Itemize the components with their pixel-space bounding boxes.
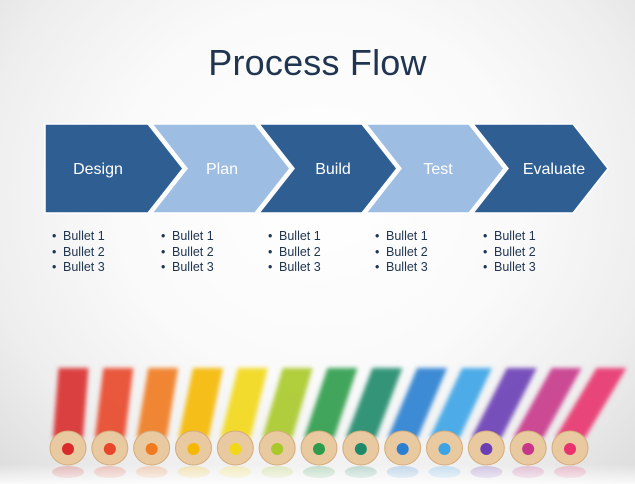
step-arrow-shape bbox=[364, 123, 505, 214]
pencil-lead bbox=[480, 443, 493, 455]
step-label: Evaluate bbox=[523, 161, 585, 178]
bullet-item: Bullet 1 bbox=[480, 229, 536, 245]
step-build: Build bbox=[257, 123, 398, 214]
pencil-body bbox=[471, 368, 537, 438]
bullet-list-build: Bullet 1 Bullet 2 Bullet 3 bbox=[265, 229, 321, 276]
pencil-lead bbox=[145, 443, 158, 455]
pencil-body bbox=[387, 368, 448, 438]
step-label: Build bbox=[315, 161, 351, 178]
pencil-lead bbox=[229, 443, 242, 455]
step-label: Design bbox=[73, 161, 123, 178]
page-title: Process Flow bbox=[208, 42, 427, 83]
pencil-body bbox=[94, 368, 134, 438]
bullet-item: Bullet 1 bbox=[49, 229, 105, 245]
pencil-lead bbox=[564, 443, 576, 455]
step-arrow-shape bbox=[257, 123, 398, 214]
bullet-item: Bullet 3 bbox=[49, 260, 105, 276]
pencil-body bbox=[345, 368, 403, 438]
bullet-item: Bullet 1 bbox=[265, 229, 321, 245]
pencil-body bbox=[429, 368, 492, 438]
bullet-list-plan: Bullet 1 Bullet 2 Bullet 3 bbox=[158, 229, 214, 276]
step-label: Test bbox=[423, 161, 453, 178]
pencil-lead bbox=[62, 443, 74, 455]
step-plan: Plan bbox=[150, 123, 291, 214]
bullet-item: Bullet 2 bbox=[49, 245, 105, 261]
pencil-lead bbox=[271, 443, 284, 455]
bullet-item: Bullet 3 bbox=[158, 260, 214, 276]
bullet-item: Bullet 2 bbox=[372, 245, 428, 261]
colored-pencils-image bbox=[0, 368, 635, 484]
step-design: Design bbox=[44, 123, 184, 214]
step-evaluate: Evaluate bbox=[471, 123, 609, 214]
pencil-lead bbox=[187, 443, 200, 455]
bullet-item: Bullet 2 bbox=[158, 245, 214, 261]
bullet-list-design: Bullet 1 Bullet 2 Bullet 3 bbox=[49, 229, 105, 276]
pencil-body bbox=[53, 368, 89, 438]
bullet-item: Bullet 3 bbox=[480, 260, 536, 276]
step-arrow-shape bbox=[150, 123, 291, 214]
bullet-item: Bullet 1 bbox=[372, 229, 428, 245]
step-test: Test bbox=[364, 123, 505, 214]
pencil-body bbox=[136, 368, 179, 438]
pencil-body bbox=[513, 368, 582, 438]
pencil-lead bbox=[103, 443, 116, 455]
pencil-lead bbox=[354, 443, 367, 455]
bullet-item: Bullet 3 bbox=[372, 260, 428, 276]
pencil-body bbox=[262, 368, 313, 438]
bullet-list-test: Bullet 1 Bullet 2 Bullet 3 bbox=[372, 229, 428, 276]
pencil-body bbox=[555, 368, 627, 438]
reflection-fade bbox=[0, 464, 635, 484]
bullet-item: Bullet 2 bbox=[480, 245, 536, 261]
pencil-body bbox=[220, 368, 268, 438]
pencil-lead bbox=[522, 443, 535, 455]
step-arrow-shape bbox=[471, 123, 609, 214]
pencil-body bbox=[178, 368, 223, 438]
pencil-lead bbox=[313, 443, 325, 455]
bullet-item: Bullet 2 bbox=[265, 245, 321, 261]
bullet-list-evaluate: Bullet 1 Bullet 2 Bullet 3 bbox=[480, 229, 536, 276]
bullet-item: Bullet 3 bbox=[265, 260, 321, 276]
step-label: Plan bbox=[206, 161, 238, 178]
bullet-item: Bullet 1 bbox=[158, 229, 214, 245]
pencil-lead bbox=[396, 443, 409, 455]
process-flow: Design Plan Build Test Evaluate bbox=[44, 123, 609, 214]
pencil-lead bbox=[438, 443, 451, 455]
pencil-body bbox=[304, 368, 358, 438]
step-arrow-shape bbox=[44, 123, 184, 214]
